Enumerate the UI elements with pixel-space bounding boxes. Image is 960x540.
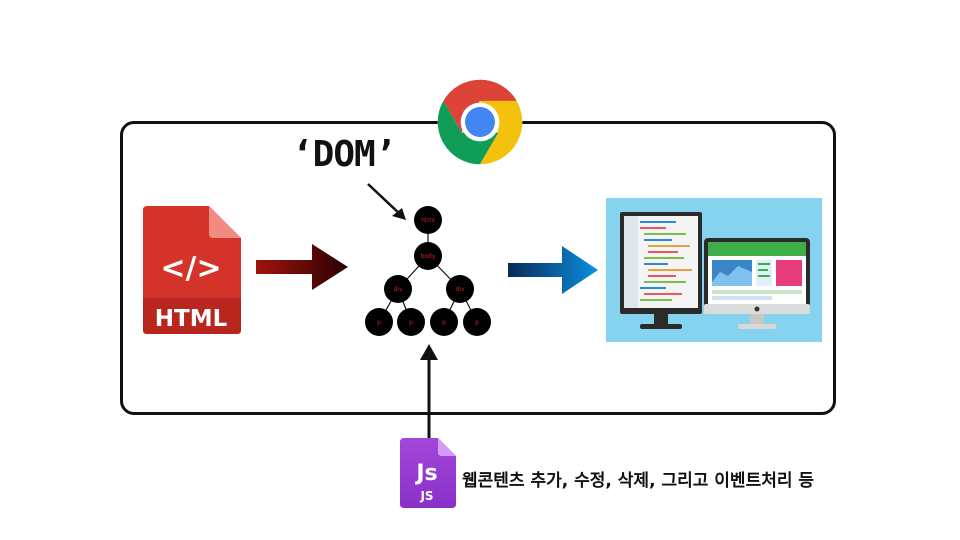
dom-node-p-3 bbox=[430, 308, 458, 336]
dom-node-label-p-2: p bbox=[409, 319, 413, 326]
dom-node-label-body: body bbox=[421, 253, 436, 260]
dom-node-p-1 bbox=[365, 308, 393, 336]
html-symbol: </> bbox=[160, 251, 221, 286]
monitors-illustration bbox=[606, 198, 822, 342]
dom-node-body bbox=[414, 242, 442, 270]
dom-node-label-p-1: p bbox=[377, 319, 381, 326]
dom-node-label-p-4: p bbox=[475, 319, 479, 326]
dom-tree: html body div div p p p p bbox=[365, 206, 491, 336]
arrow-js-to-dom bbox=[420, 344, 438, 438]
dom-label: ‘DOM’ bbox=[292, 134, 396, 175]
js-caption: 웹콘텐츠 추가, 수정, 삭제, 그리고 이벤트처리 등 bbox=[462, 471, 815, 491]
chrome-icon bbox=[437, 79, 523, 165]
dom-node-p-4 bbox=[463, 308, 491, 336]
dom-node-html bbox=[414, 206, 442, 234]
js-icon-big: Js bbox=[414, 461, 437, 486]
dom-node-label-html: html bbox=[421, 217, 435, 224]
dom-node-label-p-3: p bbox=[442, 319, 446, 326]
dom-pointer-arrow bbox=[367, 183, 406, 220]
dom-node-label-div-left: div bbox=[393, 286, 402, 293]
html-file-icon: </> HTML bbox=[143, 206, 241, 334]
dom-node-div-right bbox=[446, 275, 474, 303]
arrow-dom-to-screen bbox=[508, 246, 598, 294]
dom-node-p-2 bbox=[397, 308, 425, 336]
html-text: HTML bbox=[155, 306, 228, 332]
js-icon-small: JS bbox=[419, 489, 433, 503]
arrow-html-to-dom bbox=[256, 244, 348, 290]
dom-node-label-div-right: div bbox=[455, 286, 464, 293]
dom-node-div-left bbox=[384, 275, 412, 303]
javascript-icon: Js JS bbox=[400, 438, 456, 508]
